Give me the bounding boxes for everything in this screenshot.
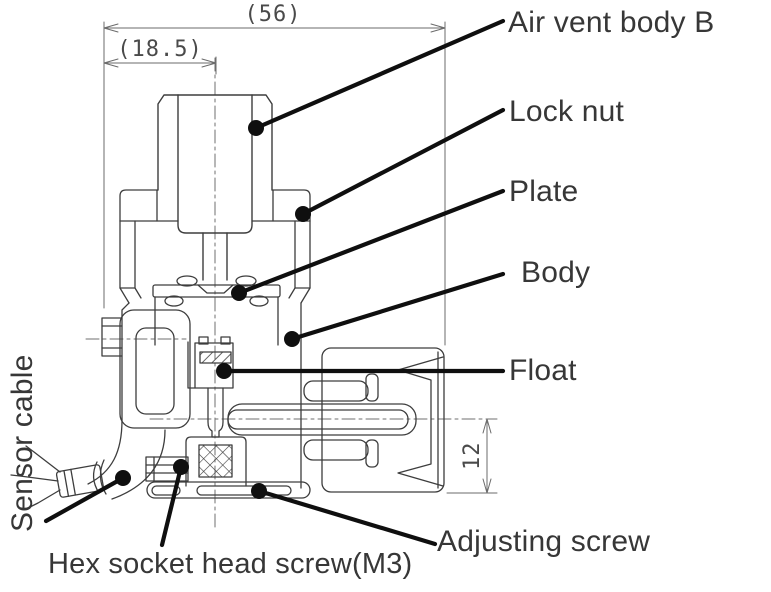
leader-lines: [43, 18, 506, 548]
leader-air-vent-body-b: [248, 18, 506, 136]
label-sensor-cable: Sensor cable: [6, 354, 39, 532]
label-body: Body: [521, 256, 591, 289]
dimension-left-offset: (18.5): [117, 37, 203, 62]
leader-float: [216, 363, 506, 379]
sensor-cable-outline: [10, 419, 166, 509]
adjusting-screw-assembly: [145, 436, 311, 499]
label-float: Float: [509, 354, 577, 387]
plate-outline: [152, 275, 281, 307]
dimension-outlet-half-height: 12: [460, 441, 485, 471]
arrow-right-185: [201, 58, 217, 68]
label-plate: Plate: [509, 175, 579, 208]
leader-sensor-cable: [43, 470, 131, 524]
lock-nut-outline: [119, 189, 311, 304]
leader-plate: [231, 188, 506, 301]
dimension-overall-width: (56): [244, 2, 302, 27]
label-hex-socket-head-screw: Hex socket head screw(M3): [48, 548, 413, 580]
air-vent-body-outline: [157, 94, 273, 281]
label-lock-nut: Lock nut: [509, 95, 625, 128]
leader-lock-nut: [295, 107, 506, 222]
leader-hex-socket-head-screw: [159, 459, 189, 548]
arrow-left-56: [103, 23, 119, 33]
leader-adjusting-screw: [251, 483, 438, 547]
dimension-lines: [103, 21, 498, 494]
float-outline: [187, 336, 234, 438]
leader-body: [284, 271, 506, 347]
label-adjusting-screw: Adjusting screw: [437, 525, 651, 558]
body-outline: [101, 296, 302, 489]
label-air-vent-body-b: Air vent body B: [508, 6, 715, 39]
arrow-right-56: [430, 23, 446, 33]
arrow-left-185: [103, 58, 119, 68]
outlet-connector-outline: [227, 347, 445, 493]
